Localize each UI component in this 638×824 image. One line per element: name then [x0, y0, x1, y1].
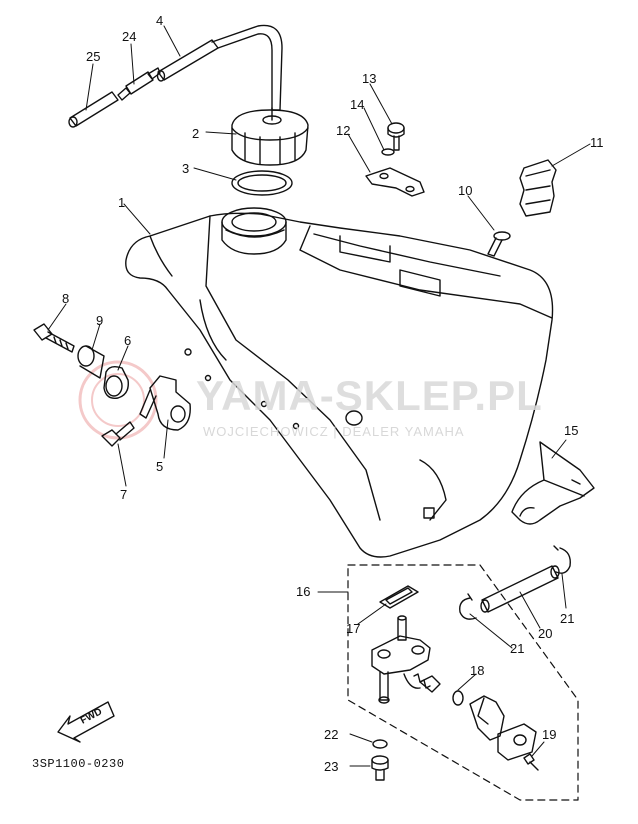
hose-short [68, 91, 119, 128]
drain-bolt [371, 755, 389, 781]
filler-neck [221, 207, 287, 255]
cock-o-ring [452, 690, 464, 706]
cap-gasket [231, 170, 293, 196]
callout-13: 13 [362, 71, 377, 86]
fuel-cock-body [371, 615, 431, 704]
callout-17: 17 [346, 621, 361, 636]
callout-5: 5 [156, 459, 164, 474]
part-code: 3SP1100-0230 [32, 757, 125, 771]
callout-15: 15 [564, 423, 579, 438]
fuel-cap [231, 107, 309, 166]
fuel-cock-gasket [379, 585, 419, 609]
cock-lever [469, 695, 505, 741]
mount-bracket [365, 167, 425, 197]
fuel-protector [511, 441, 595, 525]
callout-11: 11 [590, 135, 604, 150]
watermark-logo [78, 360, 158, 440]
callout-21-lower: 21 [510, 641, 525, 656]
callout-18: 18 [470, 663, 485, 678]
fuel-pipe [480, 565, 560, 613]
tank-screw [487, 231, 511, 257]
collar [77, 345, 105, 379]
bracket-bolt [387, 122, 405, 151]
tank-damper [519, 159, 557, 217]
hose-joint [117, 67, 161, 101]
bracket-washer [381, 148, 395, 156]
breather-hose [156, 24, 283, 111]
stay-bolt [101, 421, 135, 447]
callout-19: 19 [542, 727, 557, 742]
callout-4: 4 [156, 13, 164, 28]
callout-23: 23 [324, 759, 339, 774]
callout-25: 25 [86, 49, 101, 64]
cock-plunger [419, 675, 441, 693]
callout-22: 22 [324, 727, 339, 742]
hose-clip-upper [553, 545, 571, 574]
callout-12: 12 [336, 123, 351, 138]
callout-10: 10 [458, 183, 473, 198]
mount-bolt [33, 323, 75, 353]
callout-9: 9 [96, 313, 104, 328]
hose-clip-lower [459, 593, 477, 620]
callout-8: 8 [62, 291, 70, 306]
fuel-cock-assembly-box [347, 564, 579, 801]
fwd-arrow-icon [57, 701, 115, 743]
callout-3: 3 [182, 161, 190, 176]
fuel-tank [125, 212, 554, 558]
callout-21-upper: 21 [560, 611, 575, 626]
cock-plate [497, 723, 537, 761]
watermark-subtitle: WOJCIECHOWICZ | DEALER YAMAHA [203, 424, 465, 439]
rubber-damper [103, 365, 129, 399]
callout-7: 7 [120, 487, 128, 502]
callout-6: 6 [124, 333, 132, 348]
callout-20: 20 [538, 626, 553, 641]
callout-16: 16 [296, 584, 311, 599]
tank-stay [139, 375, 191, 431]
leader-lines [47, 25, 591, 767]
plate-screw [523, 753, 539, 771]
drain-washer [372, 739, 388, 749]
callout-2: 2 [192, 126, 200, 141]
callout-24: 24 [122, 29, 137, 44]
callout-1: 1 [118, 195, 126, 210]
watermark-title: YAMA-SKLEP.PL [196, 372, 543, 419]
callout-14: 14 [350, 97, 365, 112]
